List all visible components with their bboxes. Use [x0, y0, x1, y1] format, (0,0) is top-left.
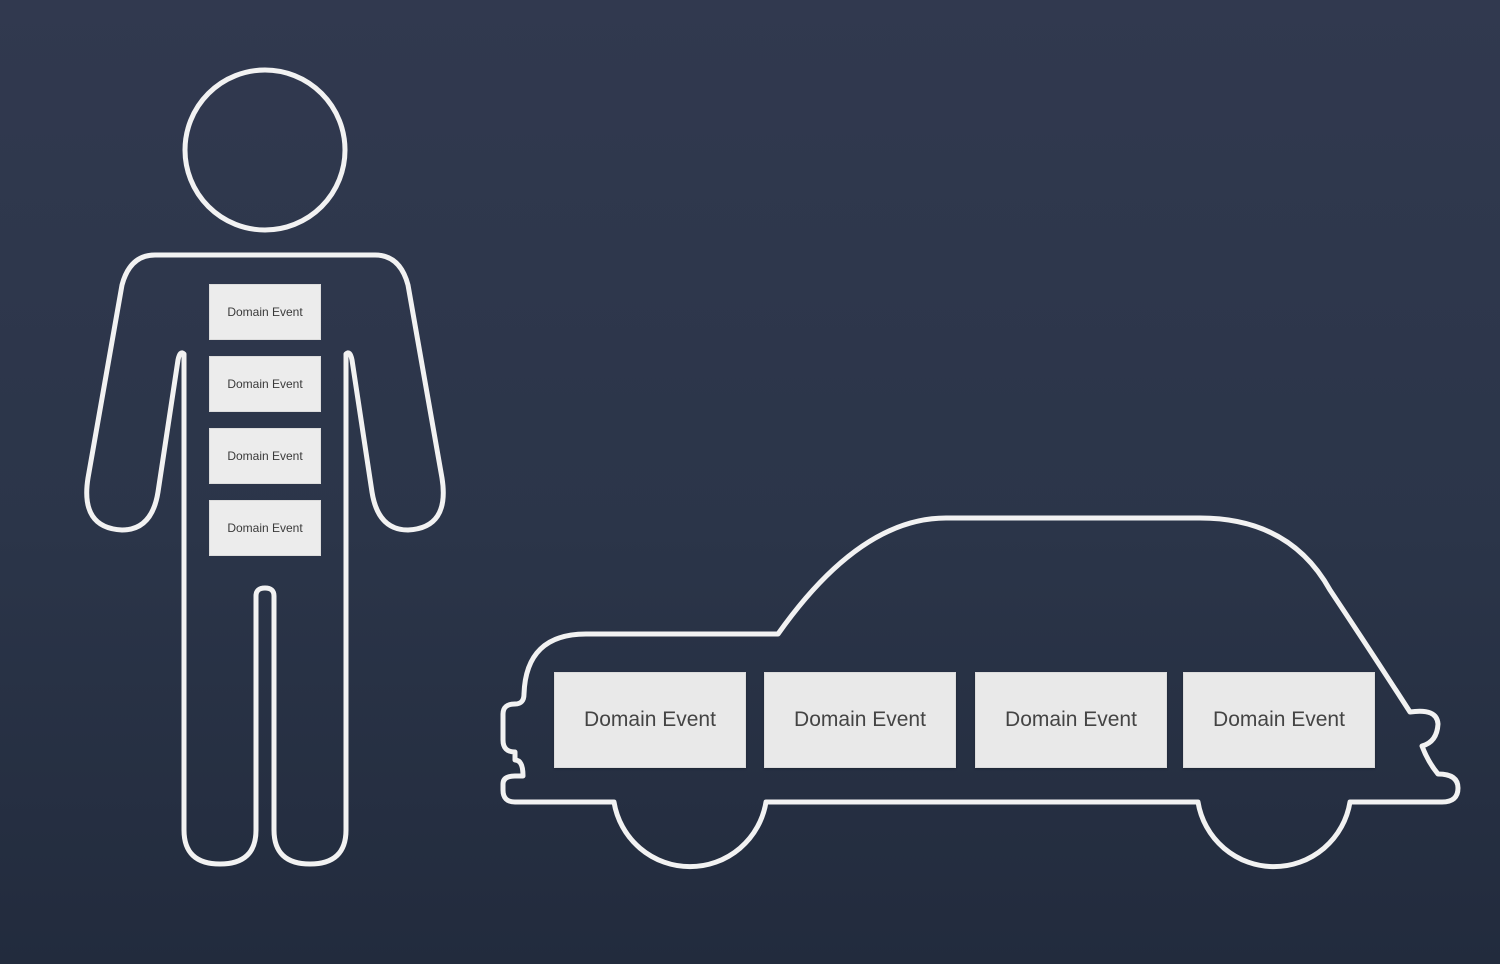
person-body	[84, 252, 446, 867]
person-domain-event: Domain Event	[209, 356, 321, 412]
person-outline-icon	[84, 67, 446, 867]
car-domain-event: Domain Event	[1183, 672, 1375, 768]
car-outline-icon	[500, 515, 1461, 870]
car-domain-event: Domain Event	[975, 672, 1167, 768]
car-domain-event: Domain Event	[764, 672, 956, 768]
person-head	[182, 67, 348, 233]
person-domain-event: Domain Event	[209, 428, 321, 484]
person-domain-event: Domain Event	[209, 284, 321, 340]
person-domain-event: Domain Event	[209, 500, 321, 556]
car-body	[500, 515, 1461, 870]
car-domain-event: Domain Event	[554, 672, 746, 768]
